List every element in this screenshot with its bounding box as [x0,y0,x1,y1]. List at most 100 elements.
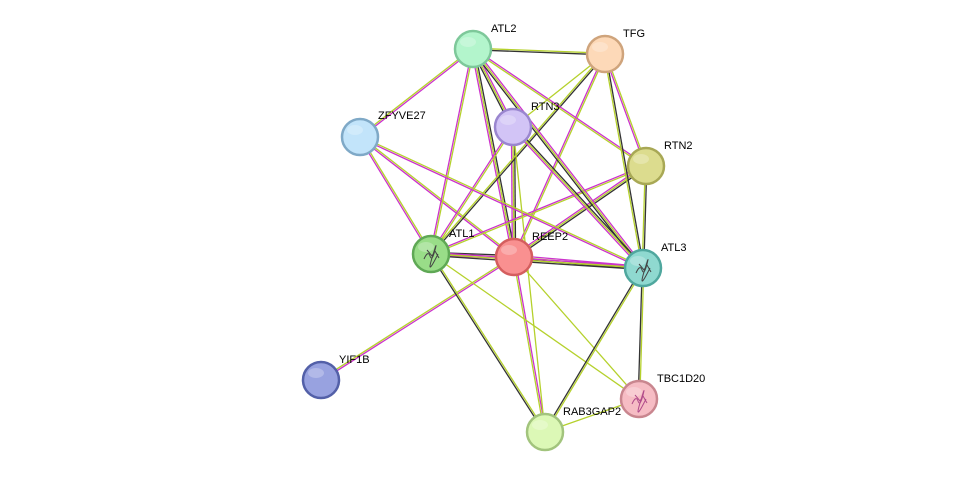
edge-line-textmining [603,54,643,269]
edge-line-coexpression [637,267,643,399]
node-atl3[interactable]: ATL3 [623,242,686,288]
node-highlight [347,125,363,135]
edge-line-textmining [360,135,644,268]
node-zfyve27[interactable]: ZFYVE27 [340,110,426,157]
node-tbc1d20[interactable]: TBC1D20 [619,373,705,419]
node-tfg[interactable]: TFG [585,28,645,74]
edge-line-experimental [430,164,646,254]
node-highlight [633,154,649,164]
edge-line-coexpression [513,125,645,268]
edge-line-experimental [511,127,643,270]
edge-line-textmining [320,255,514,380]
edge-reep2-tbc1d20[interactable] [513,256,640,400]
edge-line-experimental [512,164,646,257]
edge-atl2-rtn2[interactable] [472,47,647,168]
edge-line-experimental [358,137,431,255]
node-reep2[interactable]: REEP2 [494,231,568,277]
node-highlight [460,37,476,47]
edge-line-textmining [605,53,648,166]
edge-line-experimental [359,137,643,270]
edge-reep2-tfg[interactable] [512,53,607,258]
edge-atl3-rtn3[interactable] [511,125,645,270]
edge-atl1-rtn2[interactable] [430,164,647,256]
node-atl2[interactable]: ATL2 [453,23,516,69]
node-circle[interactable] [619,379,659,419]
node-label: ATL1 [449,228,474,240]
edge-atl3-zfyve27[interactable] [359,135,644,270]
edge-line-experimental [512,53,605,257]
node-highlight [630,256,646,266]
edge-atl1-tbc1d20[interactable] [430,253,640,400]
edge-atl1-tfg[interactable] [429,53,607,255]
edge-reep2-rab3gap2[interactable] [512,256,547,433]
node-highlight [501,245,517,255]
node-circle[interactable] [301,360,341,400]
edge-line-experimental [473,47,645,268]
node-atl1[interactable]: ATL1 [411,228,474,274]
edge-line-textmining [431,166,647,256]
edge-line-textmining [513,256,640,400]
node-circle[interactable] [453,29,493,69]
edge-line-experimental [431,251,644,268]
edge-reep2-atl2[interactable] [470,48,517,258]
edge-line-coexpression [472,49,605,56]
edge-atl1-zfyve27[interactable] [358,136,433,255]
node-circle[interactable] [493,107,533,147]
edge-line-experimental [510,127,514,258]
node-highlight [418,242,434,252]
node-circle[interactable] [340,117,380,157]
node-highlight [500,115,516,125]
node-label: ATL2 [491,23,516,35]
edge-atl3-rab3gap2[interactable] [543,267,645,433]
edge-line-textmining [472,48,515,258]
edge-line-experimental [514,256,547,432]
edge-atl2-tfg[interactable] [472,47,606,56]
node-circle[interactable] [525,412,565,452]
edge-line-experimental [429,48,473,254]
node-circle[interactable] [626,146,666,186]
edge-atl2-zfyve27[interactable] [359,47,474,139]
edge-atl1-atl3[interactable] [430,251,644,271]
node-label: ZFYVE27 [378,110,426,122]
node-highlight [592,42,608,52]
edge-line-textmining [473,47,606,54]
edge-atl3-tbc1d20[interactable] [637,267,645,400]
edge-line-experimental [321,257,515,382]
protein-structure-icon [423,245,440,268]
node-circle[interactable] [623,248,663,288]
node-rab3gap2[interactable]: RAB3GAP2 [525,406,621,452]
edge-rtn3-tfg[interactable] [512,53,606,128]
edge-rtn2-tfg[interactable] [603,53,648,167]
edge-line-textmining [360,135,515,257]
edge-line-coexpression [471,49,643,270]
edge-line-textmining [512,126,546,433]
edge-line-experimental [603,54,646,167]
edge-line-experimental [359,137,514,259]
edge-rtn3-rab3gap2[interactable] [512,126,546,433]
node-yif1b[interactable]: YIF1B [301,354,370,400]
edge-line-textmining [472,49,646,168]
edge-line-textmining [545,268,645,433]
edge-atl3-tfg[interactable] [603,53,645,269]
node-circle[interactable] [585,34,625,74]
edge-reep2-zfyve27[interactable] [359,135,515,259]
node-circle[interactable] [411,234,451,274]
edge-reep2-rtn2[interactable] [512,164,648,259]
edge-atl2-atl3[interactable] [471,47,645,270]
edge-line-textmining [431,49,475,255]
edge-atl1-rab3gap2[interactable] [429,253,547,433]
protein-structure-icon [631,390,648,413]
edge-line-textmining [429,53,605,254]
edge-line-textmining [431,253,547,432]
node-label: TFG [623,28,645,40]
node-rtn3[interactable]: RTN3 [493,101,560,147]
edge-atl1-atl2[interactable] [429,48,475,255]
edge-line-coexpression [514,166,648,259]
edge-line-coexpression [431,54,607,255]
edge-line-coexpression [430,254,643,271]
edge-line-textmining [512,126,515,258]
node-rtn2[interactable]: RTN2 [626,140,693,186]
edge-reep2-yif1b[interactable] [320,255,515,382]
edge-line-textmining [431,127,515,255]
node-circle[interactable] [494,237,534,277]
